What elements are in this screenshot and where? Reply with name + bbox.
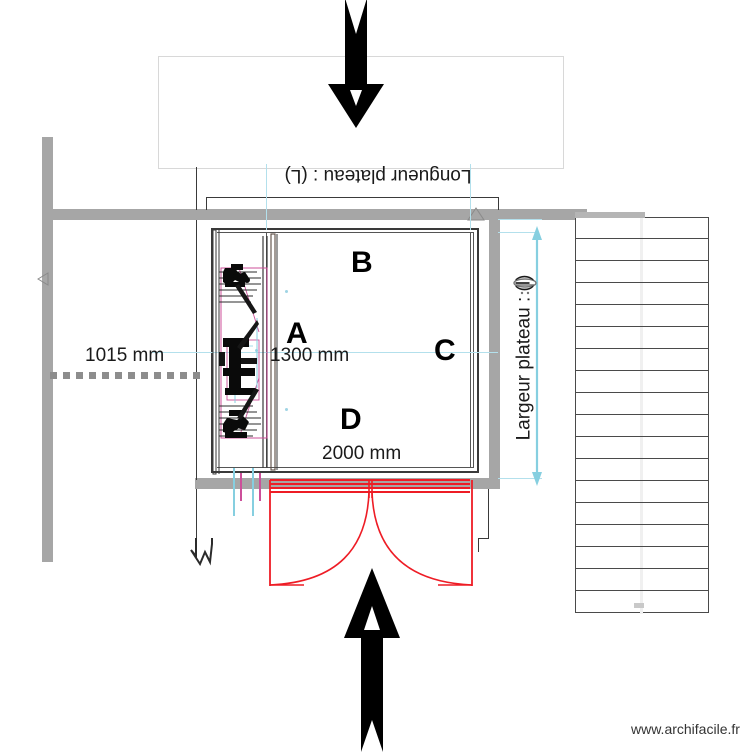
wall-junction-stub [489,209,500,223]
wall-junction-marker [37,272,49,286]
cabin-left-edge [211,228,213,473]
dimension-platform-length: 2000 mm [322,443,402,464]
guide-cyan-right-top [470,164,472,230]
guide-dot-b [285,408,288,411]
staircase [575,217,709,614]
line-lower-right-vertical [488,489,490,539]
door-threshold-line-3 [270,487,470,489]
door-mechanism-detail [212,229,278,475]
cabin-top-edge [212,228,478,230]
cabin-inner-bottom [217,467,473,468]
dimension-left-offset: 1015 mm [85,345,165,366]
magenta-tick-a [240,473,242,501]
watermark: www.archifacile.fr [631,721,740,737]
label-largeur-plateau: Largeur plateau : (l) [513,274,535,441]
line-upper-horizontal [206,197,499,199]
staircase-step [576,260,708,261]
staircase-step [576,282,708,283]
line-shaft-left-lower [196,428,198,480]
staircase-step [576,590,708,591]
guide-dot-a [285,290,288,293]
staircase-handrail [640,218,643,614]
door-swing-arcs [269,480,473,586]
staircase-step [576,568,708,569]
staircase-handrail-end [634,603,644,608]
staircase-step [576,392,708,393]
guide-cyan-right-lower [498,478,542,480]
dimension-platform-width: 1300 mm [270,345,350,366]
guide-cyan-door-tick-a [233,468,235,516]
guide-cyan-left-top [266,164,268,230]
magenta-tick-b [259,473,261,501]
staircase-step [576,414,708,415]
line-lower-right-vertical-b [478,538,480,552]
wall-horizontal-upper [42,209,587,220]
door-threshold-line-4 [270,491,470,493]
staircase-step [576,436,708,437]
cabin-inner-top [217,232,473,233]
level-marker-icon [513,278,537,295]
staircase-step [576,458,708,459]
axis-dotted-line [50,372,202,379]
staircase-step [576,326,708,327]
line-upper-left-stub [206,197,208,210]
guide-cyan-right-upper2 [498,232,538,234]
staircase-step [576,304,708,305]
wall-left-outer [42,137,53,562]
break-line-zigzag [190,538,213,567]
staircase-step [576,546,708,547]
zone-letter-b: B [351,246,373,279]
zone-letter-a: A [286,317,308,350]
guide-cyan-right-upper [498,219,542,221]
wall-junction-marker-right [467,207,485,221]
staircase-step [576,502,708,503]
cabin-bottom-edge [212,471,478,473]
line-shaft-left-upper [196,220,198,320]
door-threshold-line-1 [270,479,470,481]
zone-letter-d: D [340,403,362,436]
cabin-inner-right2 [473,232,474,468]
line-lower-left-vertical [196,489,198,551]
label-longueur-plateau: Longueur plateau : (L) [284,165,472,186]
door-threshold-line-2 [270,483,470,485]
zone-letter-c: C [434,334,456,367]
staircase-landing-edge [575,212,645,218]
dimension-arrow-width [532,226,542,486]
guide-cyan-door-tick-b [252,468,254,516]
direction-arrow-bottom [344,568,400,752]
guide-cyan-horizontal-mid [152,352,498,354]
staircase-step [576,238,708,239]
cabin-inner-right [470,232,472,468]
direction-arrow-top [328,0,384,128]
staircase-step [576,524,708,525]
line-lower-right-horizontal [478,538,489,540]
staircase-step [576,370,708,371]
cabin-right-edge [477,228,479,473]
staircase-step [576,480,708,481]
line-upper-right-stub [498,197,500,210]
staircase-step [576,348,708,349]
line-upper-left-vertical [196,167,198,210]
